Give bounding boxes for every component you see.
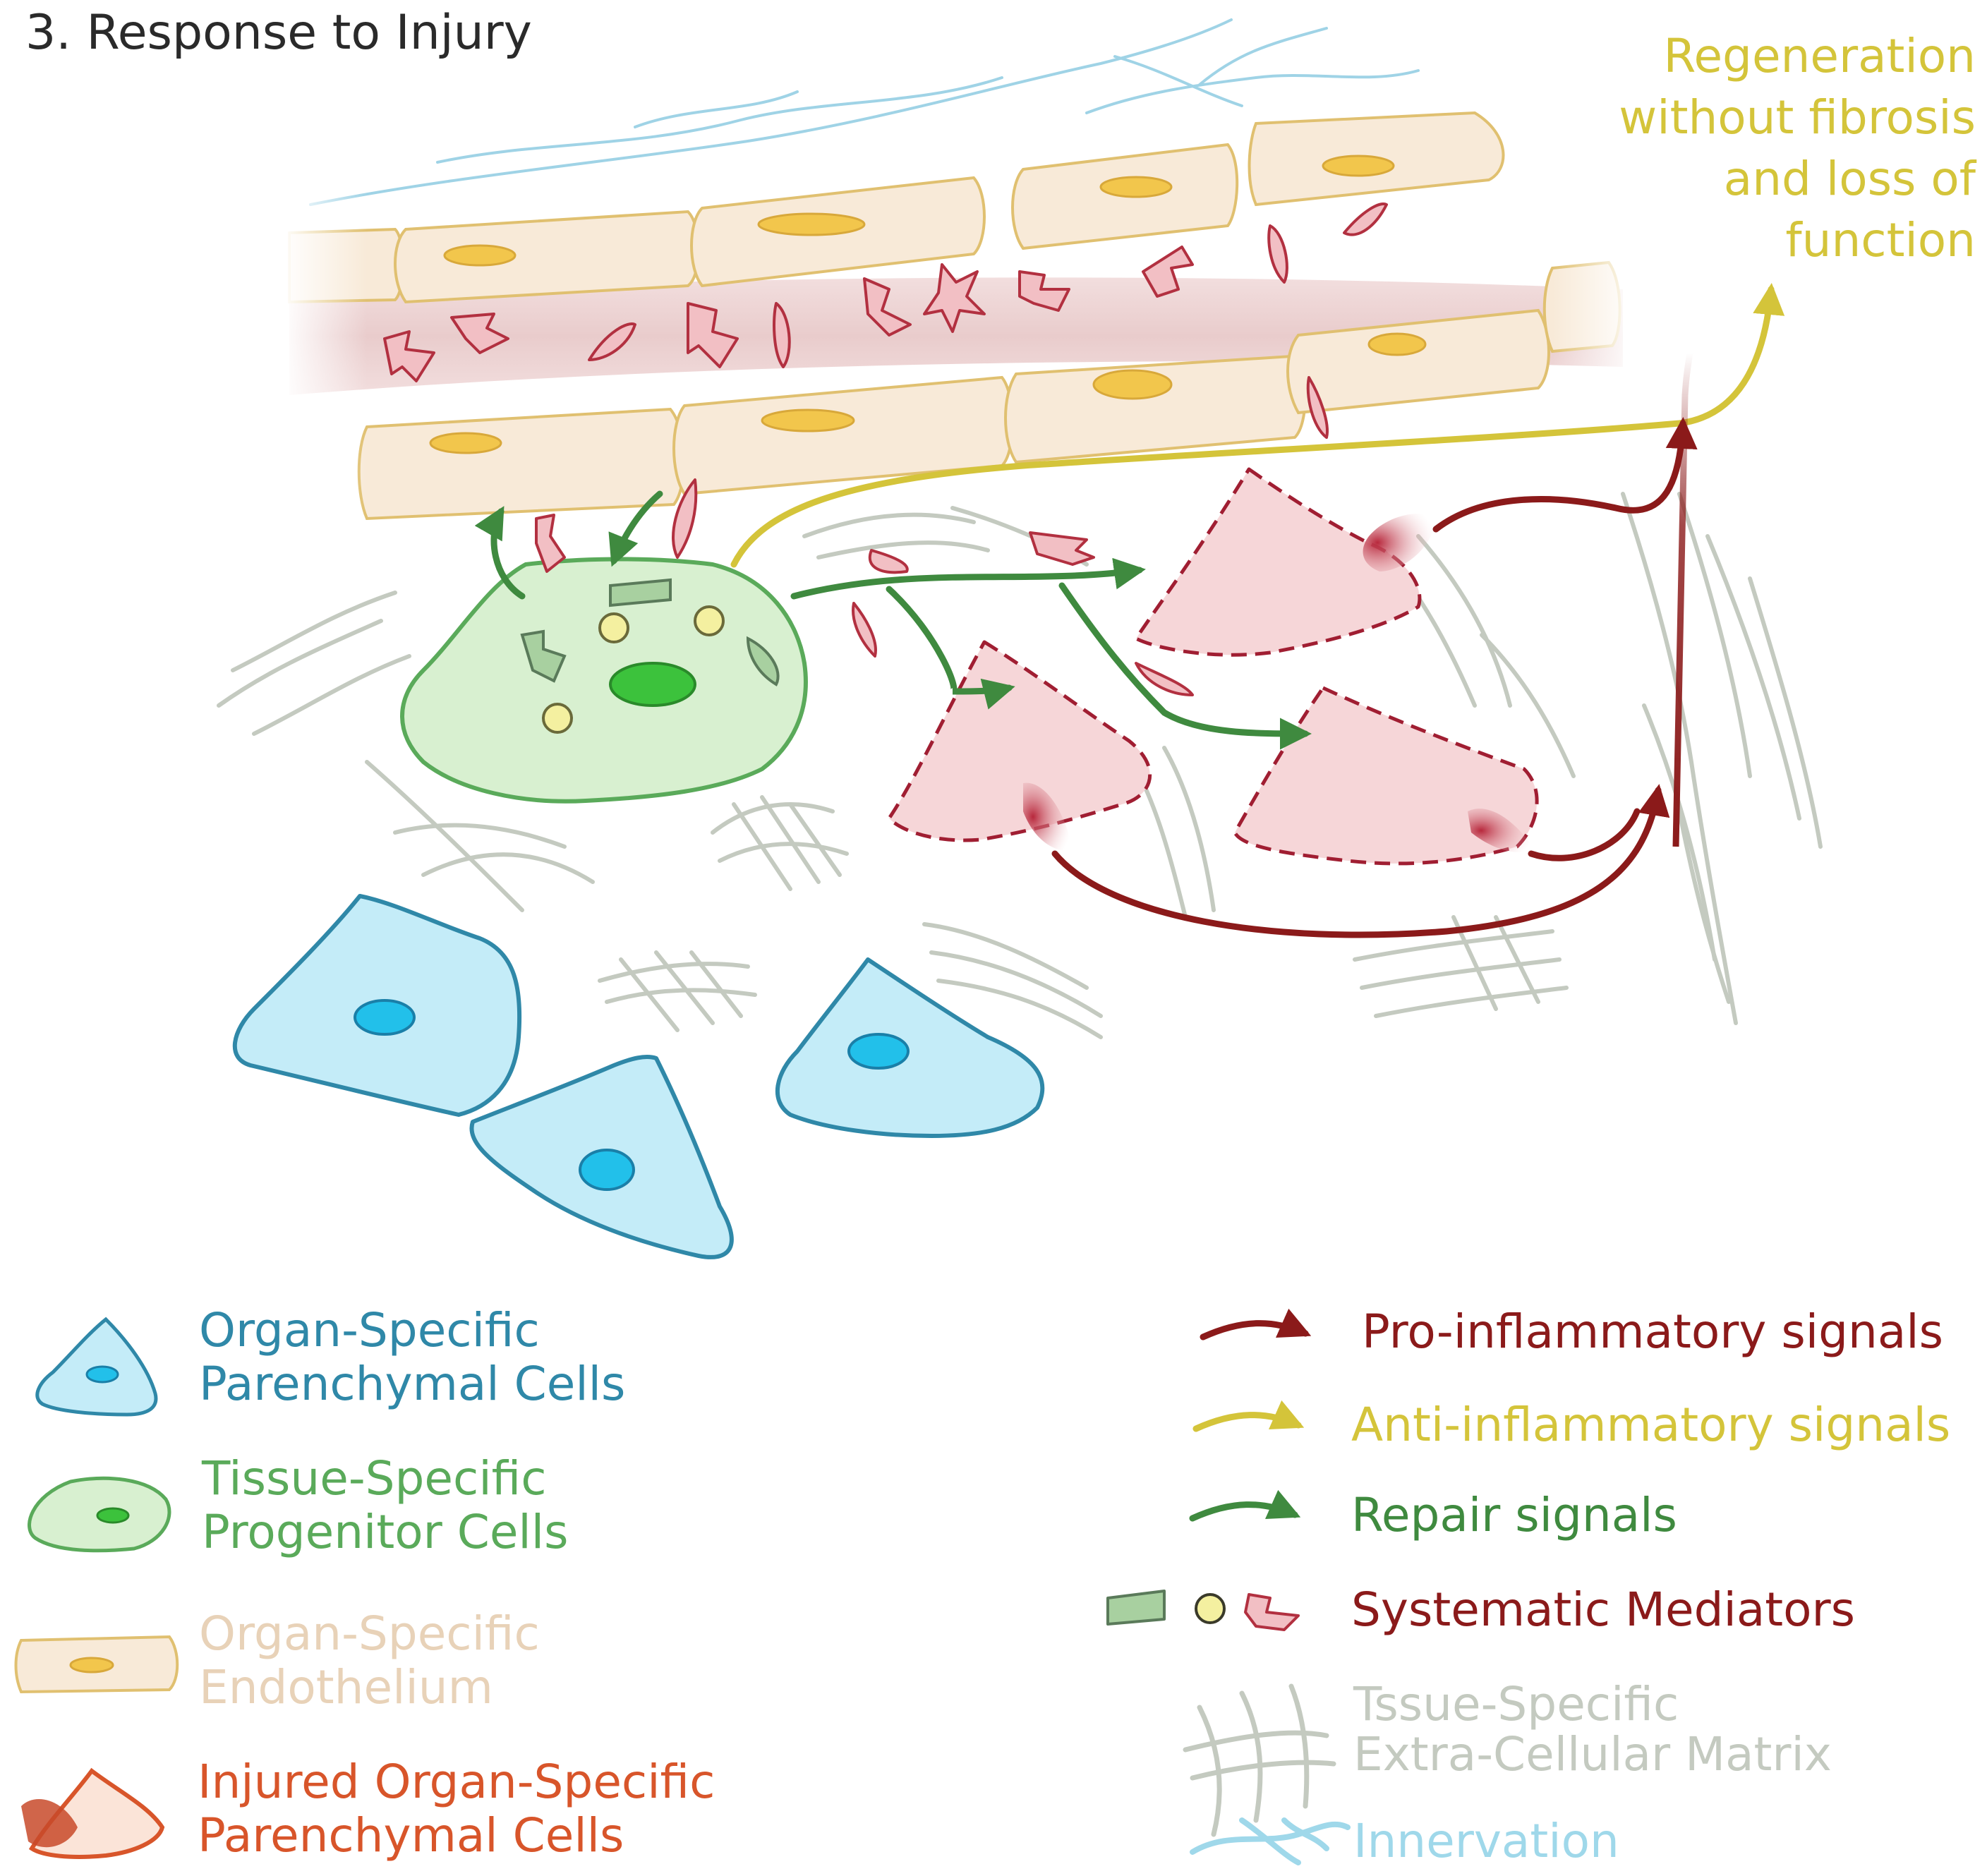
tissue-mediators [535,478,1194,696]
legend-pro-inflammatory-icon [1200,1308,1312,1341]
legend-label-parenchymal: Organ-Specific Parenchymal Cells [199,1303,626,1411]
legend-label-innervation: Innervation [1353,1814,1619,1868]
legend-label-anti-inflammatory: Anti-inflammatory signals [1351,1398,1951,1452]
regeneration-label: Regeneration without fibrosis and loss o… [1619,29,1976,268]
pro-inflammatory-arrows [1051,417,1698,938]
legend-parenchymal-icon [35,1317,158,1417]
legend-label-injured: Injured Organ-Specific Parenchymal Cells [198,1755,715,1863]
progenitor-cell [400,557,808,804]
legend-label-repair: Repair signals [1351,1488,1677,1542]
extracellular-matrix [217,492,1823,1039]
legend-progenitor-icon [28,1476,171,1553]
endothelium-upper-row [288,111,1505,304]
injured-cell [887,640,1152,842]
legend-repair-icon [1189,1489,1301,1522]
legend-label-pro-inflammatory: Pro-inflammatory signals [1362,1305,1944,1359]
legend-label-progenitor: Tissue-Specific Progenitor Cells [202,1451,569,1559]
innervation-fibers [309,18,1420,206]
legend-injured-icon [21,1767,165,1859]
legend-label-mediators: Systematic Mediators [1351,1583,1856,1637]
blood-vessel [282,106,1637,543]
parenchymal-cells [232,894,1045,1259]
vessel-mediators [383,202,1388,439]
legend-innervation-icon [1190,1817,1351,1865]
endothelium-lower-row [357,260,1621,521]
injury-release-spots [1023,514,1535,853]
legend-endothelium-icon [14,1635,179,1694]
anti-inflammatory-arrow [730,283,1785,568]
legend-label-endothelium: Organ-Specific Endothelium [199,1606,540,1714]
repair-signal-arrows [474,490,1312,750]
legend-ecm-icon [1183,1683,1336,1837]
parenchymal-nuclei [354,999,910,1191]
endothelial-nuclei [429,155,1427,454]
parenchymal-cell [775,957,1045,1138]
page-title: 3. Response to Injury [25,5,532,61]
legend-label-ecm: Tssue-Specific Extra-Cellular Matrix [1353,1677,1832,1782]
signal-trunk [1672,352,1693,847]
mediator-granules [542,605,725,734]
legend-anti-inflammatory-icon [1192,1400,1305,1432]
injured-cell [1134,467,1422,657]
progenitor-nucleus [609,662,696,707]
legend-mediators-icon [1106,1590,1300,1631]
